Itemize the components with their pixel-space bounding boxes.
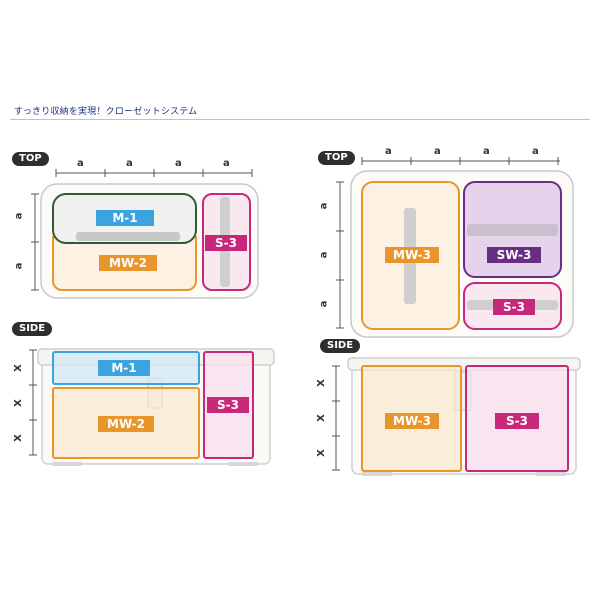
right-top-dim-line bbox=[361, 157, 560, 165]
left-top-dim-2: a bbox=[126, 158, 133, 169]
right-side-dim-3: X bbox=[315, 449, 327, 457]
left-side-case-foot-left bbox=[52, 462, 82, 466]
left-side-mw2-label: MW-2 bbox=[98, 416, 154, 432]
left-side-s3-label: S-3 bbox=[207, 397, 249, 413]
right-side-x-dim-line bbox=[332, 365, 340, 471]
left-side-tag: SIDE bbox=[12, 322, 53, 336]
right-top-mw3-label: MW-3 bbox=[385, 247, 439, 263]
left-side-dim-line bbox=[31, 193, 39, 291]
right-top-dim-3: a bbox=[483, 146, 490, 157]
right-side-tag: SIDE bbox=[320, 339, 361, 353]
right-left-dim-2: a bbox=[318, 251, 330, 259]
left-top-m1-label: M-1 bbox=[96, 210, 154, 226]
right-left-dim-1: a bbox=[318, 202, 330, 210]
right-left-dim-3: a bbox=[318, 300, 330, 308]
left-top-s3-label: S-3 bbox=[205, 235, 247, 251]
right-side-dim-1: X bbox=[315, 379, 327, 387]
left-side-dim-3: X bbox=[12, 434, 24, 442]
left-top-dim-line bbox=[55, 169, 253, 177]
left-top-dim-3: a bbox=[175, 158, 182, 169]
left-side-m1-label: M-1 bbox=[98, 360, 150, 376]
right-top-tag: TOP bbox=[318, 151, 355, 165]
left-top-m1-handle bbox=[76, 232, 180, 241]
left-side-case-foot-right bbox=[228, 462, 258, 466]
right-top-dim-4: a bbox=[532, 146, 539, 157]
left-top-tag: TOP bbox=[12, 152, 49, 166]
header-divider bbox=[10, 119, 590, 120]
right-side-case-foot-left bbox=[362, 472, 392, 476]
left-side-x-dim-line bbox=[29, 349, 37, 456]
right-top-sw3-handle bbox=[467, 224, 558, 236]
right-side-mw3-label: MW-3 bbox=[385, 413, 439, 429]
right-top-dim-2: a bbox=[434, 146, 441, 157]
right-side-dim-line bbox=[336, 181, 344, 329]
right-side-dim-2: X bbox=[315, 414, 327, 422]
left-top-dim-1: a bbox=[77, 158, 84, 169]
right-top-sw3-label: SW-3 bbox=[487, 247, 541, 263]
right-side-case-foot-right bbox=[536, 472, 566, 476]
right-top-s3-label: S-3 bbox=[493, 299, 535, 315]
page-title: すっきり収納を実現！クローゼットシステム bbox=[14, 107, 198, 117]
left-side-dim-2: X bbox=[12, 399, 24, 407]
left-left-dim-2: a bbox=[13, 262, 25, 270]
right-side-s3-label: S-3 bbox=[495, 413, 539, 429]
left-side-dim-1: X bbox=[12, 364, 24, 372]
left-top-mw2-label: MW-2 bbox=[99, 255, 157, 271]
left-top-dim-4: a bbox=[223, 158, 230, 169]
left-left-dim-1: a bbox=[13, 212, 25, 220]
right-top-dim-1: a bbox=[385, 146, 392, 157]
